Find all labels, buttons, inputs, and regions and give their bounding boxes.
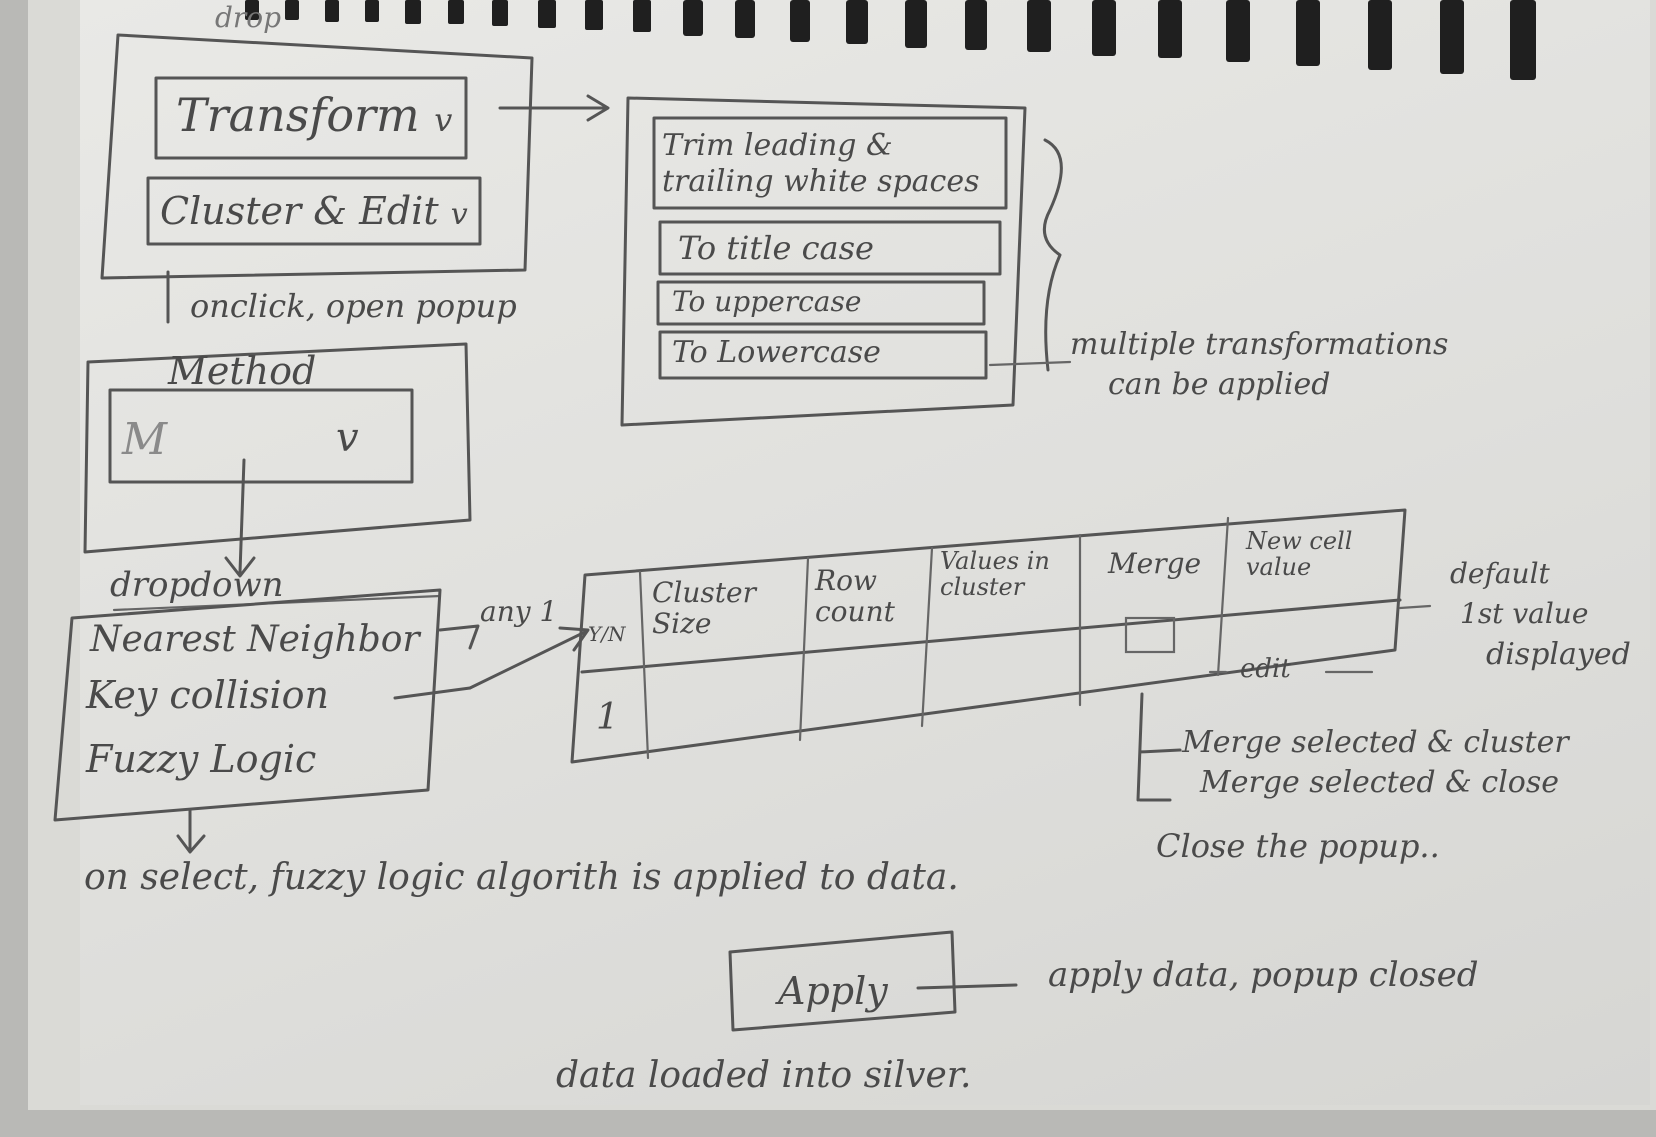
- transform-note-line1: multiple transformations: [1070, 327, 1449, 362]
- transform-dropdown-box: [154, 76, 468, 160]
- apply-note-leader: [916, 983, 1018, 990]
- fuzzy-down-arrow: [176, 808, 206, 854]
- cluster-edit-dropdown-box: [146, 176, 482, 246]
- chevron-down-icon: v: [336, 415, 359, 461]
- cluster-table-frame: [570, 508, 1407, 764]
- transform-menu-frame: [620, 96, 1027, 427]
- transform-item-lowercase[interactable]: To Lowercase: [672, 335, 881, 370]
- method-select-box: [108, 388, 414, 484]
- transform-note-leader: [988, 360, 1072, 367]
- spiral-rings: [245, 0, 1536, 80]
- transform-item-title-case[interactable]: To title case: [678, 229, 874, 267]
- transform-label: Transform: [176, 88, 420, 142]
- method-select[interactable]: M v: [122, 418, 402, 462]
- dropdown-panel-frame: [100, 33, 534, 280]
- spiral-binding: [245, 0, 1536, 80]
- method-option-nearest-neighbor[interactable]: Nearest Neighbor: [90, 619, 420, 660]
- transform-item-box-lower: [658, 330, 988, 380]
- transform-item-uppercase[interactable]: To uppercase: [672, 285, 862, 318]
- cluster-table-header-divider: [580, 598, 1402, 674]
- table-header-cluster-size: Cluster Size: [652, 576, 756, 640]
- transform-brace: [1042, 138, 1063, 372]
- merge-actions-bracket: [1136, 692, 1182, 802]
- method-box-frame: [83, 342, 472, 554]
- cluster-table-col-1: [638, 570, 650, 760]
- table-header-yn: Y/N: [588, 622, 626, 646]
- method-options-leader-1: [438, 624, 480, 650]
- transform-item-trim[interactable]: Trim leading & trailing white spaces: [662, 128, 980, 199]
- on-select-note: on select, fuzzy logic algorith is appli…: [84, 857, 959, 898]
- options-to-table-arrow: [468, 626, 590, 690]
- transform-item-box-upper: [656, 280, 986, 326]
- merge-selected-cluster-action[interactable]: Merge selected & cluster: [1182, 725, 1569, 760]
- table-header-row-count: Row count: [815, 564, 895, 628]
- method-option-fuzzy-logic[interactable]: Fuzzy Logic: [86, 737, 317, 781]
- table-header-merge: Merge: [1108, 547, 1202, 580]
- cluster-table-col-3: [920, 546, 934, 728]
- table-side-note-line1: default: [1450, 557, 1550, 590]
- method-title: Method: [168, 349, 317, 393]
- apply-button-frame: [728, 930, 957, 1032]
- cluster-edit-dropdown[interactable]: Cluster & Edit v: [160, 192, 468, 230]
- chevron-down-icon: v: [434, 101, 453, 139]
- close-popup-action[interactable]: Close the popup..: [1156, 827, 1440, 865]
- table-side-note-leader: [1398, 604, 1432, 610]
- table-header-values-in-cluster: Values in cluster: [940, 547, 1050, 602]
- table-side-note-line2: 1st value: [1460, 597, 1589, 630]
- table-header-new-cell-value: New cell value: [1246, 527, 1353, 582]
- method-option-key-collision[interactable]: Key collision: [86, 673, 330, 717]
- apply-note: apply data, popup closed: [1048, 955, 1479, 995]
- any-one-label: any 1: [480, 595, 558, 628]
- method-select-placeholder: M: [122, 414, 168, 465]
- cluster-edit-label: Cluster & Edit: [160, 189, 439, 233]
- onclick-note: onclick, open popup: [190, 287, 517, 325]
- merge-selected-close-action[interactable]: Merge selected & close: [1200, 765, 1560, 800]
- top-label: drop: [215, 1, 282, 34]
- table-side-note-line3: displayed: [1486, 637, 1631, 672]
- apply-button[interactable]: Apply: [778, 969, 888, 1013]
- cluster-table-col-5: [1216, 516, 1230, 677]
- transform-arrow: [498, 94, 610, 122]
- dropdown-label: dropdown: [110, 565, 284, 605]
- method-dropdown-arrow: [224, 458, 256, 578]
- table-row-value: 1: [596, 697, 619, 738]
- transform-note-line2: can be applied: [1108, 367, 1331, 402]
- chevron-down-icon: v: [450, 197, 468, 232]
- transform-item-box-trim: [652, 116, 1008, 210]
- merge-checkbox: [1124, 616, 1176, 654]
- cluster-table-col-2: [798, 556, 810, 742]
- transform-dropdown[interactable]: Transform v: [176, 92, 452, 138]
- method-options-frame: [53, 588, 442, 822]
- new-cell-value-edit-label[interactable]: edit: [1240, 654, 1291, 684]
- bottom-note: data loaded into silver.: [556, 1055, 972, 1096]
- method-options-leader-2: [393, 686, 472, 700]
- transform-item-box-title: [658, 220, 1002, 276]
